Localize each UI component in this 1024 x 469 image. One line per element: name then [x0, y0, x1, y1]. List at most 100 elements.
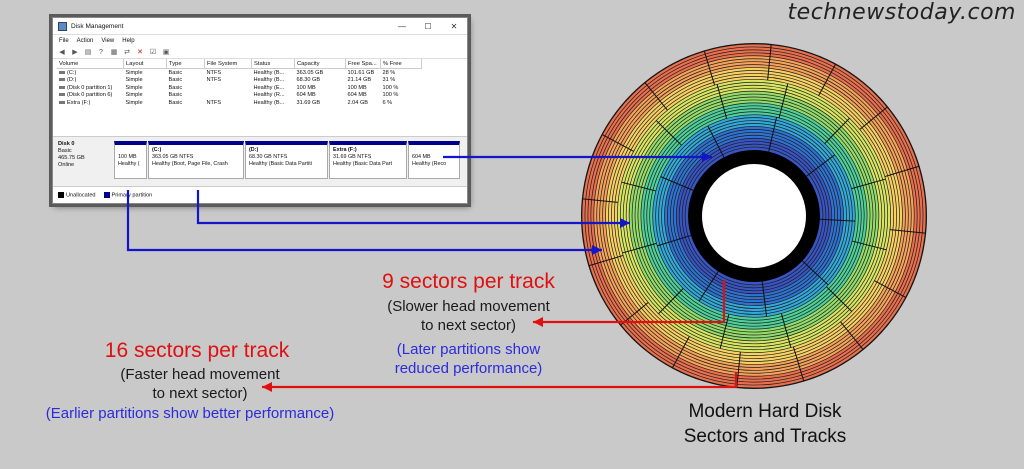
- forward-icon[interactable]: ▶: [72, 48, 78, 56]
- col-type[interactable]: Type: [166, 59, 205, 69]
- col-volume[interactable]: Volume: [57, 59, 124, 69]
- volume-cell: 21.14 GB: [347, 77, 372, 84]
- disk-status: Online: [58, 162, 75, 168]
- partition-name: Extra (F:): [333, 147, 357, 153]
- drive-icon: [59, 100, 65, 104]
- volume-cell: Basic: [168, 92, 183, 99]
- volume-cell: Healthy (B...: [253, 69, 285, 76]
- partition-size: 68.30 GB NTFS: [249, 153, 288, 160]
- connect-icon[interactable]: ⇄: [124, 48, 130, 56]
- volume-name: (Disk 0 partition 1): [67, 84, 113, 91]
- partition-block[interactable]: 604 MB Healthy (Reco: [408, 141, 460, 179]
- sector-divider: [826, 286, 853, 312]
- partition-status: Healthy (: [118, 160, 140, 167]
- volume-cell: 2.04 GB: [347, 99, 369, 106]
- minimize-button[interactable]: —: [398, 21, 406, 31]
- partition-status: Healthy (Basic Data Part: [333, 160, 393, 167]
- col-percent-free[interactable]: % Free: [380, 59, 422, 69]
- view-icon[interactable]: ▣: [162, 48, 170, 56]
- back-icon[interactable]: ◀: [59, 48, 65, 56]
- volume-cell: 100 %: [382, 84, 399, 91]
- volume-cell: Simple: [125, 77, 143, 84]
- partition-size: 31.69 GB NTFS: [333, 153, 372, 160]
- sector-divider: [703, 51, 716, 86]
- partition-name: (D:): [249, 147, 259, 153]
- sector-divider: [672, 336, 690, 368]
- col-free-space[interactable]: Free Spa...: [345, 59, 381, 69]
- disk-info[interactable]: Disk 0 Basic 465.75 GB Online: [58, 141, 110, 169]
- arrow-first-partition: [126, 190, 602, 252]
- partition-size: 604 MB: [412, 153, 431, 160]
- volume-cell: Simple: [125, 84, 143, 91]
- sector-divider: [780, 313, 792, 348]
- volume-cell: Basic: [168, 69, 183, 76]
- sector-divider: [778, 83, 789, 118]
- menu-action[interactable]: Action: [76, 37, 94, 44]
- close-button[interactable]: ✕: [450, 21, 458, 31]
- sector-divider: [761, 281, 768, 317]
- partition-size: 100 MB: [118, 153, 137, 160]
- sixteen-sectors-note: (Earlier partitions show better performa…: [45, 405, 335, 422]
- arrow-head: [262, 382, 272, 392]
- volume-cell: 100 %: [382, 92, 399, 99]
- sector-divider: [852, 240, 887, 251]
- volume-cell: Healthy (R...: [253, 92, 285, 99]
- volume-cell: Basic: [168, 84, 183, 91]
- sector-divider: [802, 260, 829, 286]
- menu-bar: File Action View Help: [53, 35, 467, 46]
- caption-line1: Modern Hard Disk: [688, 401, 842, 422]
- help-icon[interactable]: ?: [99, 48, 103, 56]
- menu-file[interactable]: File: [59, 37, 69, 44]
- sixteen-sectors-line2: to next sector): [152, 385, 248, 402]
- sector-divider: [655, 120, 682, 146]
- disk-type: Basic: [58, 148, 72, 154]
- list-icon[interactable]: ▦: [110, 48, 118, 56]
- nine-sectors-title: 9 sectors per track: [382, 270, 555, 293]
- drive-icon: [59, 78, 65, 82]
- partition-block[interactable]: Extra (F:) 31.69 GB NTFS Healthy (Basic …: [329, 141, 407, 179]
- delete-icon[interactable]: ✕: [137, 48, 143, 56]
- disk-platter: [581, 43, 927, 389]
- site-brand: technewstoday.com: [787, 0, 1016, 25]
- sector-divider: [716, 84, 728, 119]
- col-status[interactable]: Status: [251, 59, 295, 69]
- menu-help[interactable]: Help: [122, 37, 135, 44]
- drive-icon: [59, 70, 65, 74]
- window-title: Disk Management: [71, 22, 124, 30]
- sector-divider: [806, 154, 836, 177]
- sector-divider: [792, 346, 805, 381]
- sector-divider: [819, 218, 856, 222]
- volume-cell: Healthy (B...: [253, 99, 285, 106]
- volume-cell: NTFS: [206, 99, 222, 106]
- sector-divider: [602, 134, 634, 152]
- partition-block[interactable]: (C:) 363.05 GB NTFS Healthy (Boot, Page …: [148, 141, 244, 179]
- sector-divider: [859, 106, 888, 130]
- drive-icon: [59, 85, 65, 89]
- arrow-c-partition: [196, 190, 630, 225]
- partition-block[interactable]: (D:) 68.30 GB NTFS Healthy (Basic Data P…: [245, 141, 328, 179]
- volume-name: (Disk 0 partition 6): [67, 92, 113, 99]
- volume-cell: 100 MB: [347, 84, 367, 91]
- partition-block[interactable]: 100 MB Healthy (: [114, 141, 147, 179]
- nine-sectors-line1: (Slower head movement: [387, 298, 550, 315]
- legend-primary: Primary partition: [103, 192, 152, 199]
- col-file-system[interactable]: File System: [204, 59, 252, 69]
- volume-name: Extra (F:): [67, 99, 91, 106]
- checkbox-icon[interactable]: ☑: [149, 48, 157, 56]
- col-layout[interactable]: Layout: [123, 59, 167, 69]
- col-capacity[interactable]: Capacity: [294, 59, 346, 69]
- volume-cell: Healthy (B...: [253, 77, 285, 84]
- menu-view[interactable]: View: [101, 37, 115, 44]
- maximize-button[interactable]: ☐: [424, 21, 432, 31]
- partition-name: (C:): [152, 147, 162, 153]
- properties-icon[interactable]: ▤: [84, 48, 92, 56]
- volume-cell: 101.61 GB: [347, 69, 375, 76]
- volume-cell: Basic: [168, 99, 183, 106]
- disk-management-window: Disk Management — ☐ ✕ File Action View H…: [52, 17, 468, 204]
- connector-arrows: [126, 152, 738, 392]
